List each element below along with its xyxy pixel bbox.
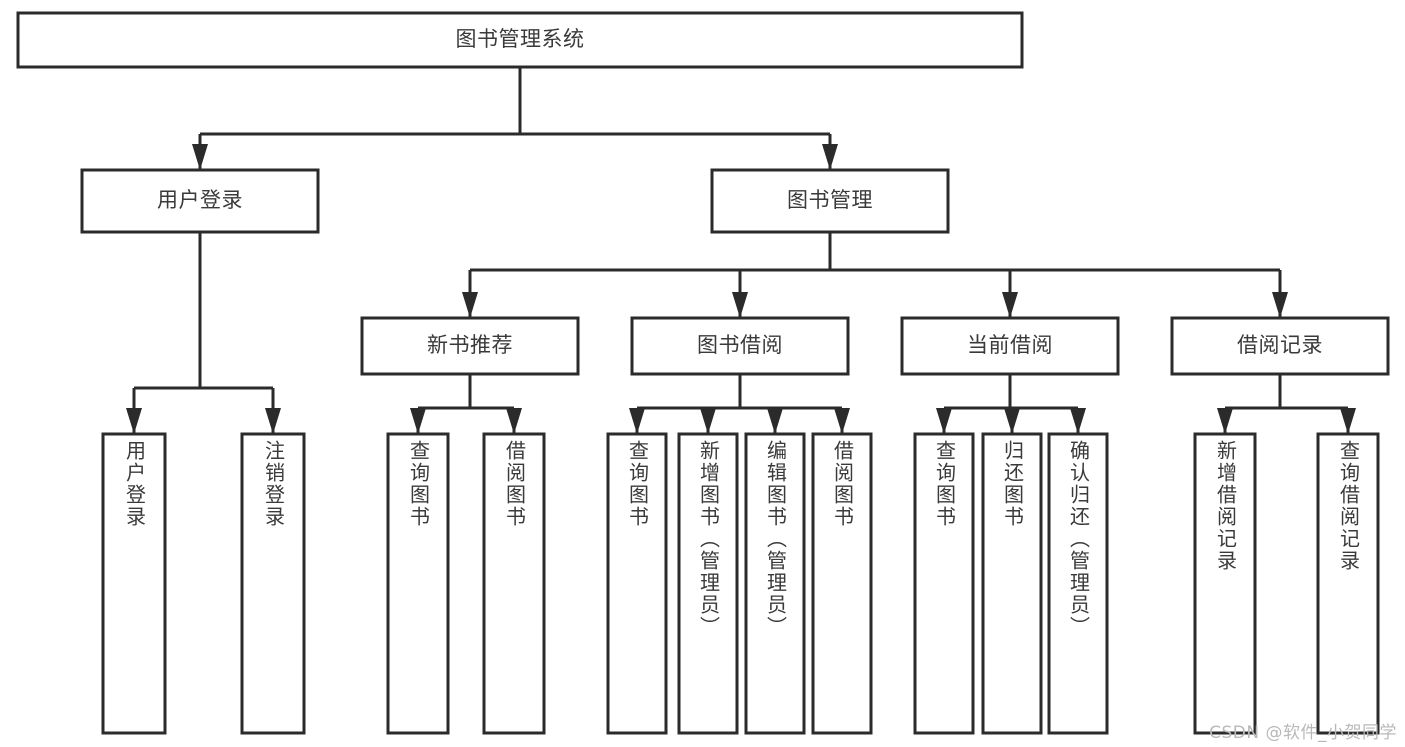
node-leaf-add-book-admin[interactable] — [679, 434, 737, 733]
node-leaf-borrow-book-rec[interactable] — [484, 434, 544, 733]
node-current-borrow[interactable] — [902, 318, 1118, 374]
arrow-head-icon — [822, 144, 838, 170]
node-box-leaf-return-book[interactable] — [981, 432, 1043, 735]
arrow-head-icon — [126, 408, 142, 434]
arrow-head-icon — [700, 408, 716, 434]
arrow-head-icon — [936, 408, 952, 434]
arrow-head-icon — [1070, 408, 1086, 434]
node-box-leaf-query-book-current[interactable] — [913, 432, 975, 735]
node-leaf-query-borrow-record[interactable] — [1318, 434, 1378, 733]
node-borrow-record[interactable] — [1172, 318, 1388, 374]
node-new-book-rec[interactable] — [362, 318, 578, 374]
node-user-login[interactable] — [82, 170, 318, 232]
arrow-head-icon — [410, 408, 426, 434]
arrow-head-icon — [192, 144, 208, 170]
node-box-leaf-add-borrow-record[interactable] — [1193, 432, 1257, 735]
arrow-head-icon — [1004, 408, 1020, 434]
node-leaf-user-login[interactable] — [103, 434, 165, 733]
node-leaf-query-book-current[interactable] — [915, 434, 973, 733]
node-box-leaf-add-book-admin[interactable] — [677, 432, 739, 735]
arrow-head-icon — [629, 408, 645, 434]
node-box-current-borrow[interactable] — [900, 316, 1120, 376]
connector-group — [126, 67, 1356, 434]
arrow-head-icon — [1217, 408, 1233, 434]
node-box-new-book-rec[interactable] — [360, 316, 580, 376]
node-box-leaf-logout-login[interactable] — [240, 432, 306, 735]
node-box-leaf-borrow-book[interactable] — [811, 432, 873, 735]
node-leaf-return-book[interactable] — [983, 434, 1041, 733]
node-book-manage[interactable] — [712, 170, 948, 232]
node-box-group — [16, 11, 1390, 735]
node-leaf-confirm-return-admin[interactable] — [1049, 434, 1107, 733]
arrow-head-icon — [1002, 292, 1018, 318]
node-box-leaf-confirm-return-admin[interactable] — [1047, 432, 1109, 735]
arrow-head-icon — [462, 292, 478, 318]
node-leaf-query-book-borrow[interactable] — [608, 434, 666, 733]
node-leaf-edit-book-admin[interactable] — [746, 434, 804, 733]
arrow-head-icon — [732, 292, 748, 318]
arrow-head-icon — [767, 408, 783, 434]
node-leaf-add-borrow-record[interactable] — [1195, 434, 1255, 733]
node-box-leaf-query-book-borrow[interactable] — [606, 432, 668, 735]
node-book-borrow[interactable] — [632, 318, 848, 374]
arrow-head-icon — [834, 408, 850, 434]
node-root[interactable] — [18, 13, 1022, 67]
node-box-leaf-borrow-book-rec[interactable] — [482, 432, 546, 735]
node-box-user-login[interactable] — [80, 168, 320, 234]
node-leaf-logout-login[interactable] — [242, 434, 304, 733]
arrow-head-icon — [1272, 292, 1288, 318]
node-box-leaf-edit-book-admin[interactable] — [744, 432, 806, 735]
node-box-leaf-user-login[interactable] — [101, 432, 167, 735]
node-box-leaf-query-borrow-record[interactable] — [1316, 432, 1380, 735]
node-box-root[interactable] — [16, 11, 1024, 69]
node-box-leaf-query-book-rec[interactable] — [386, 432, 450, 735]
arrow-head-icon — [506, 408, 522, 434]
node-leaf-query-book-rec[interactable] — [388, 434, 448, 733]
node-box-book-borrow[interactable] — [630, 316, 850, 376]
arrow-head-icon — [1340, 408, 1356, 434]
node-box-borrow-record[interactable] — [1170, 316, 1390, 376]
node-box-book-manage[interactable] — [710, 168, 950, 234]
node-leaf-borrow-book[interactable] — [813, 434, 871, 733]
arrow-head-icon — [265, 408, 281, 434]
